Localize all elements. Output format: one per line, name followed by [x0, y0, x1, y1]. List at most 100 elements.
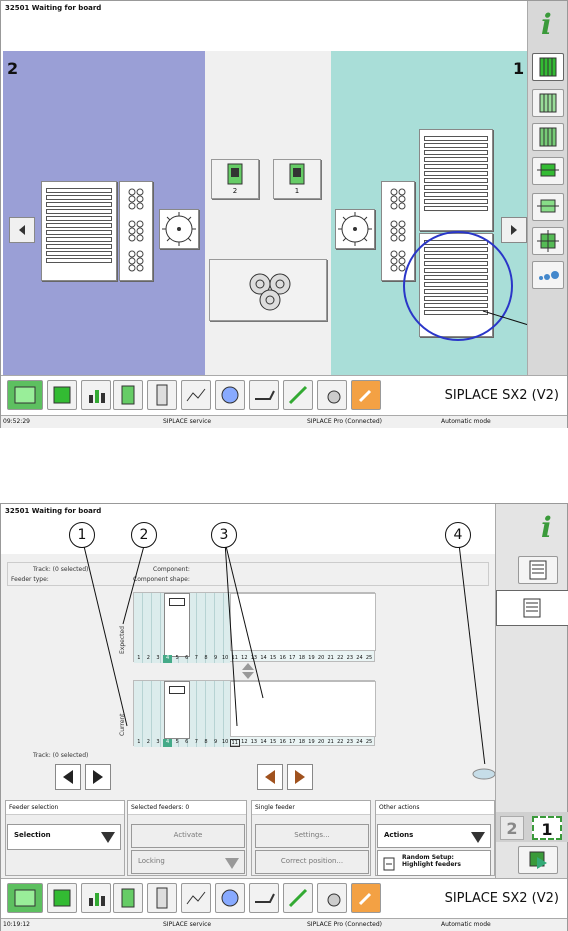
nozzle-changer-gantry-2[interactable] [119, 181, 153, 281]
feeder-table-gantry-2[interactable] [41, 181, 117, 281]
selection-button[interactable]: Selection [7, 824, 121, 850]
feeder-table-gantry-1-top[interactable] [419, 129, 493, 231]
placement-head-gantry-2[interactable] [159, 209, 199, 249]
slot-number: 8 [204, 739, 208, 745]
toolbar-statistics-button[interactable] [81, 380, 111, 410]
camera-icon [221, 386, 239, 404]
toolbar-tools-button[interactable] [283, 380, 313, 410]
slot-number: 9 [213, 739, 218, 745]
scroll-left-button[interactable] [9, 217, 35, 243]
toolbar-settings-button[interactable] [317, 883, 347, 913]
component-icon [537, 199, 559, 213]
toolbar-chart-button[interactable] [181, 380, 211, 410]
correct-position-button[interactable]: Correct position... [255, 850, 369, 874]
highlight-circle [403, 231, 513, 341]
line-chart-icon [186, 388, 206, 402]
random-setup-button[interactable]: Random Setup: Highlight feeders [377, 850, 491, 876]
gantry-2-switch[interactable]: 2 [500, 816, 524, 840]
toolbar-feeder-button[interactable] [147, 883, 177, 913]
swap-icon[interactable] [239, 662, 257, 680]
help-button[interactable]: i [532, 5, 564, 41]
toolbar-vision-button[interactable] [215, 380, 245, 410]
bottom-toolbar: SIPLACE SX2 (V2) [1, 375, 567, 415]
nozzle-button[interactable] [532, 261, 564, 289]
nozzle-overview-button[interactable] [209, 259, 327, 321]
locking-button[interactable]: Locking [131, 850, 245, 874]
gear-icon [327, 390, 341, 404]
callout-lines [82, 541, 486, 764]
dropdown-arrow-icon [101, 832, 115, 843]
placement-head-gantry-1[interactable] [335, 209, 375, 249]
actions-button-label: Actions [384, 831, 414, 839]
toolbar-chart-button[interactable] [181, 883, 211, 913]
line-chart-icon [186, 891, 206, 905]
toolbar-maintenance-button[interactable] [249, 380, 279, 410]
exit-button[interactable] [518, 846, 558, 874]
dropdown-arrow-icon [225, 858, 239, 869]
actions-button[interactable]: Actions [377, 824, 491, 848]
slot-number: 24 [356, 739, 363, 745]
view-feeder-table-button[interactable] [532, 123, 564, 151]
callout-4: 4 [445, 522, 471, 548]
grid-icon [539, 57, 557, 77]
arrow-right-icon [511, 225, 517, 235]
toolbar-production-button[interactable] [7, 883, 43, 913]
toolbar-service-button[interactable] [351, 380, 381, 410]
toolbar-tools-button[interactable] [283, 883, 313, 913]
head-icon [338, 212, 372, 246]
slot-next-button[interactable] [287, 764, 313, 790]
view-feeder-detail-button[interactable] [532, 89, 564, 117]
slot-number: 21 [327, 655, 334, 661]
toolbar-statistics-button[interactable] [81, 883, 111, 913]
toolbar-setup-button[interactable] [47, 883, 77, 913]
track-next-button[interactable] [85, 764, 111, 790]
gantry-1-switch[interactable]: 1 [532, 816, 562, 840]
grid-icon [53, 386, 71, 404]
expected-feeder[interactable] [164, 593, 190, 657]
dropdown-arrow-icon [471, 832, 485, 843]
slot-number: 7 [194, 655, 198, 661]
production-icon [14, 889, 36, 907]
activate-button[interactable]: Activate [131, 824, 245, 848]
list-view-button[interactable] [518, 556, 558, 584]
gantry-2-button[interactable]: 2 [211, 159, 259, 199]
track-prev-button[interactable] [55, 764, 81, 790]
detail-list-view-button[interactable] [496, 590, 568, 626]
activate-button-label: Activate [173, 831, 203, 839]
scroll-right-button[interactable] [501, 217, 527, 243]
grid-icon [539, 127, 557, 147]
slot-prev-button[interactable] [257, 764, 283, 790]
production-icon [14, 386, 36, 404]
gantry-1-button[interactable]: 1 [273, 159, 321, 199]
slot-number: 15 [269, 739, 277, 745]
slot-number: 6 [185, 739, 189, 745]
status-pro: SIPLACE Pro (Connected) [307, 418, 382, 425]
toolbar-maintenance-button[interactable] [249, 883, 279, 913]
toolbar-board-button[interactable] [113, 883, 143, 913]
toolbar-settings-button[interactable] [317, 380, 347, 410]
bottom-toolbar: SIPLACE SX2 (V2) [1, 878, 567, 918]
settings-button[interactable]: Settings... [255, 824, 369, 848]
settings-button-label: Settings... [294, 831, 330, 839]
chip-button[interactable] [532, 227, 564, 255]
toolbar-vision-button[interactable] [215, 883, 245, 913]
screwdriver-icon [288, 888, 308, 908]
arrow-left-icon [63, 770, 73, 784]
current-feeder[interactable] [164, 681, 190, 739]
slot-number: 15 [269, 655, 277, 661]
component-2-button[interactable] [532, 193, 564, 221]
toolbar-feeder-button[interactable] [147, 380, 177, 410]
toolbar-production-button[interactable] [7, 380, 43, 410]
help-button[interactable]: i [532, 508, 564, 544]
view-feeder-overview-button[interactable] [532, 53, 564, 81]
head-icon [162, 212, 196, 246]
selected-feeders-header: Selected feeders: 0 [128, 801, 246, 815]
toolbar-setup-button[interactable] [47, 380, 77, 410]
toolbar-service-button[interactable] [351, 883, 381, 913]
random-setup-button-label: Random Setup: Highlight feeders [402, 854, 461, 868]
component-button[interactable] [532, 157, 564, 185]
expected-empty-table [230, 593, 376, 651]
toolbar-board-button[interactable] [113, 380, 143, 410]
